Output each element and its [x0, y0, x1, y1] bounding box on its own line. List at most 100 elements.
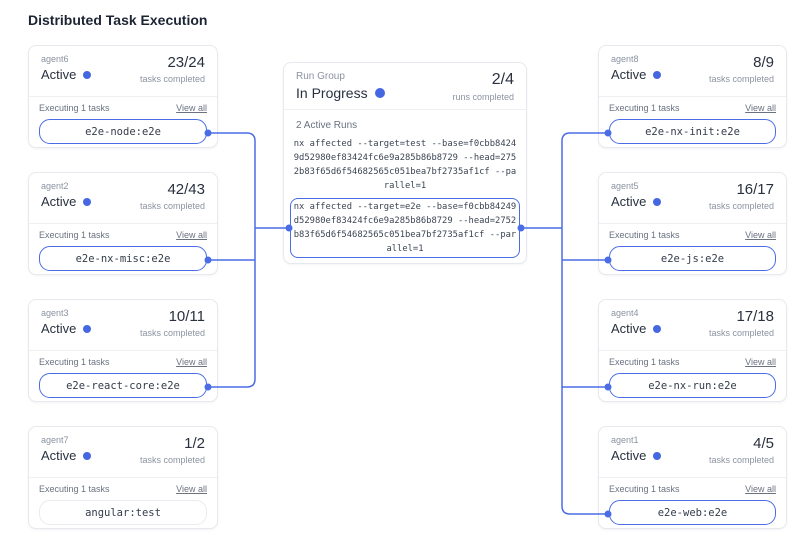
executing-label: Executing 1 tasks — [39, 484, 110, 494]
run-command-line: allel=1 — [291, 242, 519, 256]
run-command-line: rallel=1 — [290, 179, 520, 193]
view-all-link[interactable]: View all — [176, 103, 207, 113]
executing-label: Executing 1 tasks — [39, 103, 110, 113]
run-group-header: Run Group In Progress 2/4 runs completed — [284, 63, 526, 109]
agent-name: agent5 — [611, 181, 661, 191]
executing-label: Executing 1 tasks — [39, 357, 110, 367]
task-pill[interactable]: e2e-js:e2e — [609, 246, 776, 271]
tasks-ratio: 23/24 — [140, 54, 205, 71]
status-dot-icon — [653, 71, 661, 79]
status-dot-icon — [83, 71, 91, 79]
executing-label: Executing 1 tasks — [39, 230, 110, 240]
agent-card-footer: Executing 1 tasks View all e2e-web:e2e — [599, 478, 786, 525]
view-all-link[interactable]: View all — [745, 103, 776, 113]
agent-card-footer: Executing 1 tasks View all e2e-node:e2e — [29, 97, 217, 144]
run-command-line: 9d52980ef83424fc6e9a285b86b8729 --head=2… — [290, 151, 520, 165]
status-dot-icon — [653, 452, 661, 460]
agent-card-agent1: agent1 Active 4/5 tasks completed Execut… — [598, 426, 787, 529]
agent-card-header: agent4 Active 17/18 tasks completed — [599, 300, 786, 350]
tasks-ratio: 17/18 — [709, 308, 774, 325]
agent-status: Active — [41, 194, 76, 209]
agent-name: agent8 — [611, 54, 661, 64]
agent-status: Active — [611, 448, 646, 463]
view-all-link[interactable]: View all — [745, 230, 776, 240]
tasks-completed-label: tasks completed — [709, 328, 774, 338]
agent-card-agent5: agent5 Active 16/17 tasks completed Exec… — [598, 172, 787, 275]
executing-label: Executing 1 tasks — [609, 484, 680, 494]
agent-name: agent1 — [611, 435, 661, 445]
task-pill[interactable]: e2e-node:e2e — [39, 119, 207, 144]
active-runs-label: 2 Active Runs — [296, 120, 520, 131]
tasks-completed-label: tasks completed — [140, 328, 205, 338]
agent-card-footer: Executing 1 tasks View all angular:test — [29, 478, 217, 525]
agent-status: Active — [41, 448, 76, 463]
agent-name: agent4 — [611, 308, 661, 318]
view-all-link[interactable]: View all — [745, 484, 776, 494]
run-command-line: b83f65d6f54682565c051bea7bf2735af1cf --p… — [291, 228, 519, 242]
agent-status: Active — [611, 194, 646, 209]
agent-card-agent6: agent6 Active 23/24 tasks completed Exec… — [28, 45, 218, 148]
task-pill[interactable]: e2e-nx-misc:e2e — [39, 246, 207, 271]
run-command-line: d52980ef83424fc6e9a285b86b8729 --head=27… — [291, 214, 519, 228]
run-group-status: In Progress — [296, 85, 368, 101]
page-title: Distributed Task Execution — [28, 12, 207, 28]
tasks-ratio: 10/11 — [140, 308, 205, 325]
runs-completed-label: runs completed — [452, 92, 514, 102]
agent-name: agent3 — [41, 308, 91, 318]
view-all-link[interactable]: View all — [176, 357, 207, 367]
status-dot-icon — [83, 325, 91, 333]
agent-card-header: agent8 Active 8/9 tasks completed — [599, 46, 786, 96]
task-pill[interactable]: e2e-react-core:e2e — [39, 373, 207, 398]
agent-card-header: agent7 Active 1/2 tasks completed — [29, 427, 217, 477]
agent-status: Active — [41, 67, 76, 82]
run-command-line: nx affected --target=test --base=f0cbb84… — [290, 137, 520, 151]
executing-label: Executing 1 tasks — [609, 230, 680, 240]
agent-card-header: agent3 Active 10/11 tasks completed — [29, 300, 217, 350]
agent-card-agent7: agent7 Active 1/2 tasks completed Execut… — [28, 426, 218, 529]
run-group-label: Run Group — [296, 71, 385, 82]
run-command[interactable]: nx affected --target=test --base=f0cbb84… — [290, 137, 520, 193]
run-command-line: 2b83f65d6f54682565c051bea7bf2735af1cf --… — [290, 165, 520, 179]
agent-card-header: agent5 Active 16/17 tasks completed — [599, 173, 786, 223]
status-dot-icon — [83, 452, 91, 460]
agent-card-header: agent1 Active 4/5 tasks completed — [599, 427, 786, 477]
agent-card-footer: Executing 1 tasks View all e2e-nx-init:e… — [599, 97, 786, 144]
run-group-card: Run Group In Progress 2/4 runs completed… — [283, 62, 527, 264]
view-all-link[interactable]: View all — [176, 484, 207, 494]
agent-card-agent8: agent8 Active 8/9 tasks completed Execut… — [598, 45, 787, 148]
task-pill[interactable]: angular:test — [39, 500, 207, 525]
run-command-line: nx affected --target=e2e --base=f0cbb842… — [291, 200, 519, 214]
task-pill[interactable]: e2e-nx-run:e2e — [609, 373, 776, 398]
run-group-body: 2 Active Runs nx affected --target=test … — [284, 110, 526, 258]
executing-label: Executing 1 tasks — [609, 103, 680, 113]
run-command-highlighted[interactable]: nx affected --target=e2e --base=f0cbb842… — [290, 198, 520, 258]
status-dot-icon — [653, 325, 661, 333]
agent-status: Active — [611, 67, 646, 82]
agent-card-footer: Executing 1 tasks View all e2e-nx-misc:e… — [29, 224, 217, 271]
agent-card-agent4: agent4 Active 17/18 tasks completed Exec… — [598, 299, 787, 402]
tasks-ratio: 42/43 — [140, 181, 205, 198]
tasks-completed-label: tasks completed — [140, 201, 205, 211]
agent-status: Active — [611, 321, 646, 336]
tasks-completed-label: tasks completed — [140, 455, 205, 465]
agent-card-footer: Executing 1 tasks View all e2e-react-cor… — [29, 351, 217, 398]
status-dot-icon — [83, 198, 91, 206]
agent-card-agent2: agent2 Active 42/43 tasks completed Exec… — [28, 172, 218, 275]
tasks-completed-label: tasks completed — [709, 74, 774, 84]
agent-name: agent2 — [41, 181, 91, 191]
task-pill[interactable]: e2e-nx-init:e2e — [609, 119, 776, 144]
agent-card-agent3: agent3 Active 10/11 tasks completed Exec… — [28, 299, 218, 402]
tasks-completed-label: tasks completed — [140, 74, 205, 84]
agent-name: agent7 — [41, 435, 91, 445]
agent-card-header: agent2 Active 42/43 tasks completed — [29, 173, 217, 223]
executing-label: Executing 1 tasks — [609, 357, 680, 367]
status-dot-icon — [653, 198, 661, 206]
view-all-link[interactable]: View all — [745, 357, 776, 367]
status-dot-icon — [375, 88, 385, 98]
task-pill[interactable]: e2e-web:e2e — [609, 500, 776, 525]
view-all-link[interactable]: View all — [176, 230, 207, 240]
agent-card-header: agent6 Active 23/24 tasks completed — [29, 46, 217, 96]
tasks-completed-label: tasks completed — [709, 455, 774, 465]
agent-name: agent6 — [41, 54, 91, 64]
